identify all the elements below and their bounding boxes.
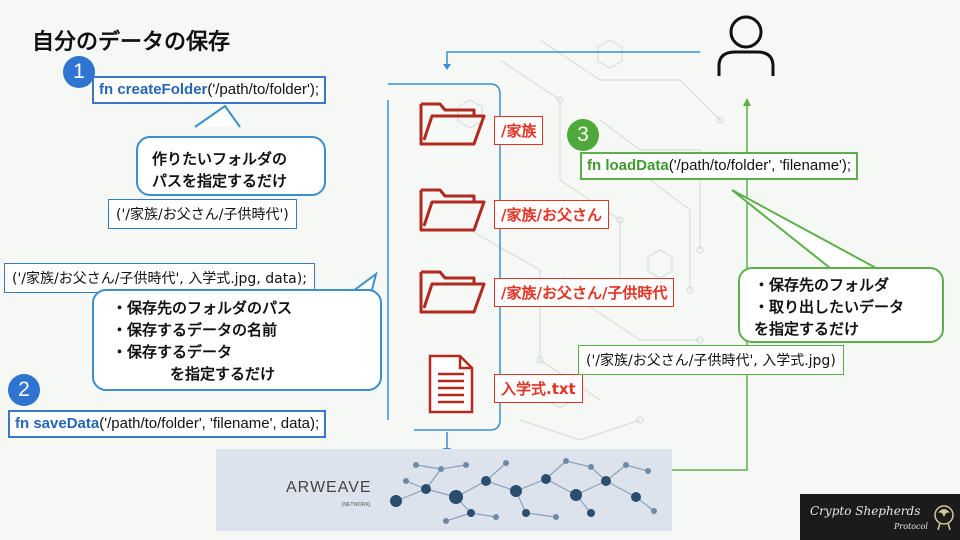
save-param-example: ('/家族/お父さん/子供時代', 入学式.jpg, data); bbox=[4, 263, 315, 293]
network-graph-icon bbox=[390, 458, 657, 524]
callout-line: を指定するだけ bbox=[754, 320, 860, 338]
file-label: 入学式.txt bbox=[494, 374, 583, 403]
callout-line: パスを指定するだけ bbox=[152, 172, 288, 190]
load-param-example: ('/家族/お父さん/子供時代', 入学式.jpg) bbox=[578, 345, 844, 375]
fn-name: loadData bbox=[605, 157, 669, 174]
step-3-badge: 3 bbox=[567, 119, 599, 151]
fn-args: ('/path/to/folder'); bbox=[207, 81, 320, 98]
badge-title: Crypto Shepherds bbox=[810, 504, 921, 518]
create-callout: 作りたいフォルダの パスを指定するだけ bbox=[136, 136, 326, 196]
fn-name: saveData bbox=[33, 415, 100, 432]
folder-icon bbox=[419, 270, 486, 314]
folder-label-3: /家族/お父さん/子供時代 bbox=[494, 278, 675, 307]
fn-args: ('/path/to/folder', 'filename', data); bbox=[99, 415, 320, 432]
fn-keyword: fn bbox=[15, 415, 30, 432]
badge-subtitle: Protocol bbox=[894, 522, 928, 531]
document-icon bbox=[428, 354, 474, 414]
shepherd-logo-icon bbox=[934, 505, 954, 531]
fn-keyword: fn bbox=[587, 157, 602, 174]
folder-label-1: /家族 bbox=[494, 116, 544, 145]
callout-line: 作りたいフォルダの bbox=[152, 150, 288, 168]
callout-line: ・取り出したいデータ bbox=[754, 298, 905, 316]
callout-line: ・保存するデータの名前 bbox=[112, 321, 278, 339]
create-param-example: ('/家族/お父さん/子供時代') bbox=[108, 199, 297, 229]
save-callout: ・保存先のフォルダのパス ・保存するデータの名前 ・保存するデータ を指定するだ… bbox=[92, 289, 382, 391]
callout-line: ・保存するデータ bbox=[112, 343, 233, 361]
callout-line: を指定するだけ bbox=[170, 365, 276, 383]
callout-line: ・保存先のフォルダ bbox=[754, 276, 890, 294]
load-data-code: fn loadData('/path/to/folder', 'filename… bbox=[580, 152, 859, 180]
arweave-sub: [NETWORK] bbox=[342, 502, 371, 508]
fn-args: ('/path/to/folder', 'filename'); bbox=[668, 157, 852, 174]
user-icon bbox=[717, 15, 775, 76]
save-data-code: fn saveData('/path/to/folder', 'filename… bbox=[8, 410, 327, 438]
fn-name: createFolder bbox=[117, 81, 208, 98]
folder-label-2: /家族/お父さん bbox=[494, 200, 609, 229]
page-title: 自分のデータの保存 bbox=[32, 30, 231, 55]
folder-icon bbox=[419, 188, 486, 232]
arweave-network-box: ARWEAVE [NETWORK] bbox=[216, 449, 672, 531]
create-folder-code: fn createFolder('/path/to/folder'); bbox=[92, 76, 327, 104]
folder-icon bbox=[419, 102, 486, 146]
crypto-shepherds-badge: Crypto Shepherds Protocol bbox=[800, 494, 960, 540]
fn-keyword: fn bbox=[99, 81, 114, 98]
arweave-name: ARWEAVE bbox=[286, 479, 372, 496]
step-1-badge: 1 bbox=[63, 56, 95, 88]
callout-line: ・保存先のフォルダのパス bbox=[112, 299, 293, 317]
step-2-badge: 2 bbox=[8, 374, 40, 406]
load-callout: ・保存先のフォルダ ・取り出したいデータ を指定するだけ bbox=[738, 267, 944, 343]
